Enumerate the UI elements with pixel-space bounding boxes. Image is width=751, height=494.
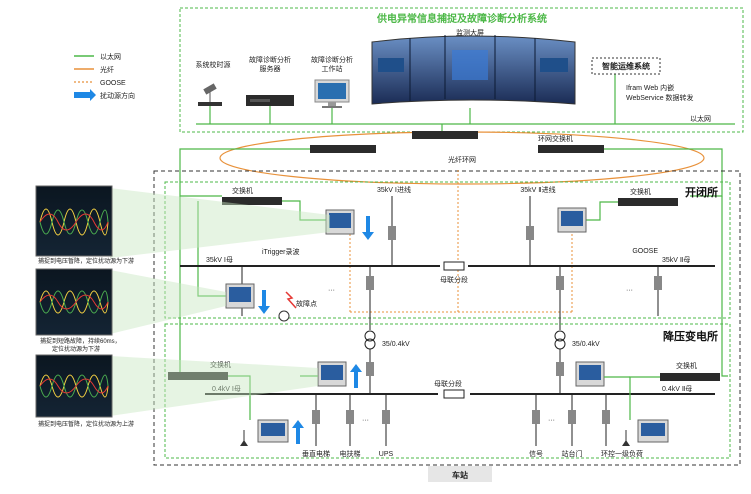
line-1-label: 35kV Ⅰ进线 — [377, 185, 411, 194]
legend: 以太网 光纤 GOOSE 扰动源方向 — [74, 52, 135, 101]
svg-device-icon — [278, 310, 290, 322]
itrigger-device-1 — [325, 209, 355, 235]
fault-lightning-icon — [285, 291, 297, 309]
ops-system-label: 智能运维系统 — [602, 61, 650, 71]
station-label: 车站 — [452, 470, 468, 480]
bus-tie-04kv — [443, 389, 465, 399]
load-platform-door: 站台门 — [562, 449, 583, 458]
antenna-right-icon — [622, 440, 630, 446]
caption-2a: 捕捉到短路故障，持续60ms， — [40, 337, 121, 345]
monitoring-wall-icon — [371, 35, 576, 105]
dots-04kv-2: ··· — [548, 417, 555, 424]
big-screen-label: 监测大屏 — [456, 28, 484, 37]
kaibi-title: 开闭所 — [685, 185, 718, 199]
waveform-panel-3 — [35, 354, 113, 418]
kaibi-switch-right-label: 交换机 — [630, 187, 651, 196]
server-label-1: 故障诊断分析 — [249, 55, 291, 64]
itrigger-device-3 — [225, 283, 255, 309]
legend-goose: GOOSE — [100, 80, 126, 87]
legend-ethernet: 以太网 — [100, 52, 121, 61]
transformer-2-label: 35/0.4kV — [572, 341, 600, 348]
jiangya-switch-left — [168, 372, 228, 380]
caption-3: 捕捉到电压暂降，定位扰动源为上游 — [38, 420, 134, 428]
iframe-label: Ifram Web 内嵌 — [626, 83, 674, 92]
caption-2b: 定位扰动源为下游 — [52, 345, 100, 353]
itrigger-device-4 — [317, 361, 347, 387]
load-elevator: 垂直电梯 — [302, 449, 330, 458]
antenna-left-icon — [240, 440, 248, 446]
fiber-ring-label: 光纤环网 — [448, 155, 476, 164]
ring-switch-left — [310, 145, 376, 153]
direction-arrow-3-icon — [350, 364, 362, 388]
line-2-label: 35kV Ⅱ进线 — [520, 185, 555, 194]
jiangya-boundary — [164, 323, 731, 459]
breaker-in-1 — [388, 226, 396, 240]
load-escalator: 电扶梯 — [340, 449, 361, 458]
kaibi-switch-left — [222, 197, 282, 205]
jiangya-switch-right — [660, 373, 720, 381]
bus-tie-35kv-label: 母联分段 — [440, 275, 468, 284]
webservice-label: WebService 数据转发 — [626, 93, 694, 102]
waveform-panel-2 — [35, 268, 113, 336]
waveform-panel-1 — [35, 185, 113, 257]
jiangya-title: 降压变电所 — [663, 329, 718, 343]
legend-fiber: 光纤 — [100, 65, 114, 74]
dots-35kv-1: ··· — [328, 287, 335, 294]
itrigger-device-6 — [257, 419, 289, 443]
load-loop: 环控一级负荷 — [601, 449, 643, 458]
itrigger-label: iTrigger录波 — [262, 247, 299, 256]
direction-arrow-1-icon — [362, 216, 374, 240]
jiangya-switch-left-label: 交换机 — [210, 360, 231, 369]
workstation-label-1: 故障诊断分析 — [311, 55, 353, 64]
station-boundary — [153, 170, 741, 466]
kaibi-switch-right — [618, 198, 678, 206]
load-ups: UPS — [379, 451, 394, 458]
legend-direction: 扰动源方向 — [100, 91, 135, 100]
bus-tie-04kv-label: 母联分段 — [434, 379, 462, 388]
workstation-icon — [314, 79, 350, 108]
bus-35kv-2-label: 35kV Ⅱ母 — [662, 256, 690, 264]
server-label-2: 服务器 — [260, 64, 281, 73]
ops-system-box — [591, 57, 661, 75]
itrigger-device-7 — [637, 419, 669, 443]
direction-arrow-icon — [74, 89, 96, 101]
bus-tie-35kv — [443, 261, 465, 271]
ring-switch-right — [538, 145, 604, 153]
system-title: 供电异常信息捕捉及故障诊断分析系统 — [376, 12, 547, 25]
goose-label: GOOSE — [632, 248, 658, 255]
bus-35kv-1-label: 35kV Ⅰ母 — [206, 256, 233, 264]
station-tag — [428, 466, 492, 482]
caption-1: 捕捉到电压暂降，定位扰动源为下游 — [38, 257, 134, 265]
dots-04kv-1: ··· — [362, 417, 369, 424]
ethernet-label-top: 以太网 — [690, 114, 711, 123]
fault-point-label: 故障点 — [296, 299, 317, 308]
gps-time-source-icon — [198, 83, 222, 106]
direction-arrow-2-icon — [258, 290, 270, 314]
system-boundary — [179, 7, 744, 133]
bus-04kv-1-label: 0.4kV Ⅰ母 — [212, 385, 241, 393]
bus-04kv-2-label: 0.4kV Ⅱ母 — [662, 385, 692, 393]
jiangya-switch-right-label: 交换机 — [676, 361, 697, 370]
kaibi-switch-left-label: 交换机 — [232, 186, 253, 195]
load-signal: 信号 — [529, 449, 543, 458]
time-source-label: 系统校时源 — [196, 60, 231, 69]
itrigger-device-2 — [557, 207, 587, 233]
dots-35kv-2: ··· — [626, 287, 633, 294]
kaibi-boundary — [164, 181, 731, 319]
transformer-1-label: 35/0.4kV — [382, 341, 410, 348]
direction-arrow-4-icon — [292, 420, 304, 444]
ring-switch-top — [412, 131, 478, 139]
breaker-in-2 — [526, 226, 534, 240]
ring-switch-label: 环网交换机 — [538, 134, 573, 143]
workstation-label-2: 工作站 — [322, 64, 343, 73]
itrigger-device-5 — [575, 361, 605, 387]
